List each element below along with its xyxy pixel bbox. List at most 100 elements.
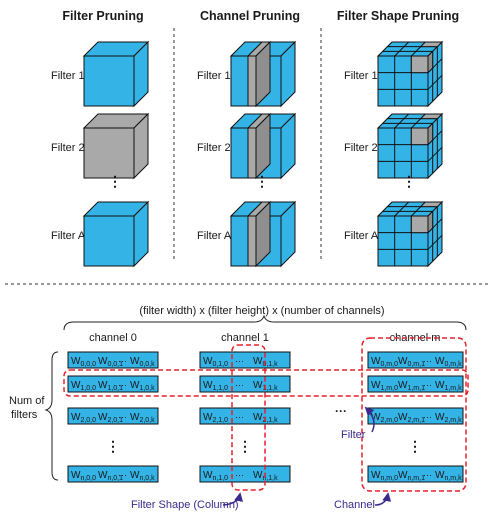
weight-label: W2,0,1 [98,412,123,424]
weight-label: Wn,0,k [130,470,155,482]
filter-shape-pruning-cube [376,112,444,180]
weight-label: W1,m,1 [398,380,425,392]
filter-row-label: Filter 2 [51,142,85,154]
weight-label: Wn,0,0 [71,470,96,482]
heading-filter-pruning: Filter Pruning [62,9,143,23]
pruned-weight-cell [410,215,429,234]
weight-label: W0,m,0 [371,356,398,368]
filter-row-label: Filter Ai [51,230,88,244]
annotation-filter-shape: Filter Shape (Column) [131,499,239,511]
channel-header-0: channel 0 [89,332,137,344]
cube-side-face [280,200,296,268]
pruned-weight-cell [419,41,444,48]
weight-row-cell [367,375,464,393]
cube-side-face [133,112,149,180]
weight-ellipsis: ··· [235,412,244,422]
weight-label: W1,0,1 [98,380,123,392]
weight-label: W2,m,1 [398,412,425,424]
cube-side-face [133,40,149,108]
weight-ellipsis: ··· [423,470,432,480]
weight-label: W1,0,0 [71,380,96,392]
cube-illustrations: ⋮⋮⋮ [82,40,444,268]
filter-highlight-box [63,369,469,397]
cube-front-face [83,127,135,179]
num-filters-label-line1: Num of [9,395,45,407]
num-filters-label-line2: filters [11,409,38,421]
pruned-channel-side [255,112,271,180]
pruned-weight-cell [427,122,434,146]
weight-label: W1,m,k [435,380,462,392]
grid-line [394,113,410,129]
filter-ellipsis: ⋮ [108,173,122,189]
pruned-channel-side [255,40,271,108]
weight-label: W0,0,k [130,356,155,368]
filter-row-label: Filter 1 [344,70,378,82]
cube-front-face [83,215,135,267]
heading-channel-pruning: Channel Pruning [200,9,300,23]
weight-row-cell [67,351,159,369]
channel-pruning-cube [229,40,297,108]
weight-label: W1,0,k [130,380,155,392]
weight-label: W1,1,0 [203,380,228,392]
pruned-channel-slab [247,215,257,267]
weight-ellipsis: ··· [118,470,127,480]
pruned-channel-side [255,200,271,268]
weight-ellipsis: ··· [118,356,127,366]
weight-label: W0,1,k [253,356,278,368]
channel-highlight-box [361,337,467,492]
filter-shape-pruning-cube [376,40,444,108]
weight-row-block: W2,1,0···W2,1,k [199,407,291,425]
weight-label: Wn,1,k [253,470,278,482]
weight-label: W2,m,0 [371,412,398,424]
grid-line [394,41,410,57]
weight-row-block: W1,1,0···W1,1,k [199,375,291,393]
weight-row-cell [67,465,159,483]
annotation-filter-arrow [364,406,375,433]
filter-row-label: Filter 2 [344,142,378,154]
matrix-title-brace [63,314,467,331]
weight-label: W0,0,0 [71,356,96,368]
weight-label: Wn,0,1 [98,470,123,482]
grid-line [427,74,443,90]
pruned-channel-slab [247,127,257,179]
weight-ellipsis: ··· [235,356,244,366]
pruned-weight-cell [427,210,434,234]
pruned-weight-cell [410,55,429,74]
weight-row-block: W0,1,0···W0,1,k [199,351,291,369]
weight-row-cell [67,375,159,393]
weight-ellipsis: ··· [423,380,432,390]
row-ellipsis-ch0: ⋮ [106,438,120,454]
weight-row-cell [367,351,464,369]
filter-pruning-cube [82,200,150,268]
cube-side-face [280,40,296,108]
weight-ellipsis: ··· [423,356,432,366]
cube-front-face [83,55,135,107]
filter-row-label: Filter 1 [51,70,85,82]
weight-label: W2,m,k [435,412,462,424]
filter-row-label: Filter Ai [197,230,234,244]
filter-row-label: Filter 1 [197,70,231,82]
annotation-filter-shape-arrow [222,492,243,506]
annotation-filter: Filter [341,429,366,441]
filter-pruning-cube [82,40,150,108]
weight-ellipsis: ··· [423,412,432,422]
weight-label: W1,1,k [253,380,278,392]
weight-label: W2,0,0 [71,412,96,424]
weight-row-cell [199,465,291,483]
grid-line [427,146,443,162]
channel-pruning-cube [229,112,297,180]
pruned-weight-cell [419,113,444,120]
weight-label: W2,1,0 [203,412,228,424]
channel-header-1: channel 1 [221,332,269,344]
pruned-weight-cell [410,127,429,146]
weight-row-cell [199,407,291,425]
grid-line [427,234,443,250]
filter-ellipsis: ⋮ [402,173,416,189]
column-ellipsis: ··· [335,404,347,418]
